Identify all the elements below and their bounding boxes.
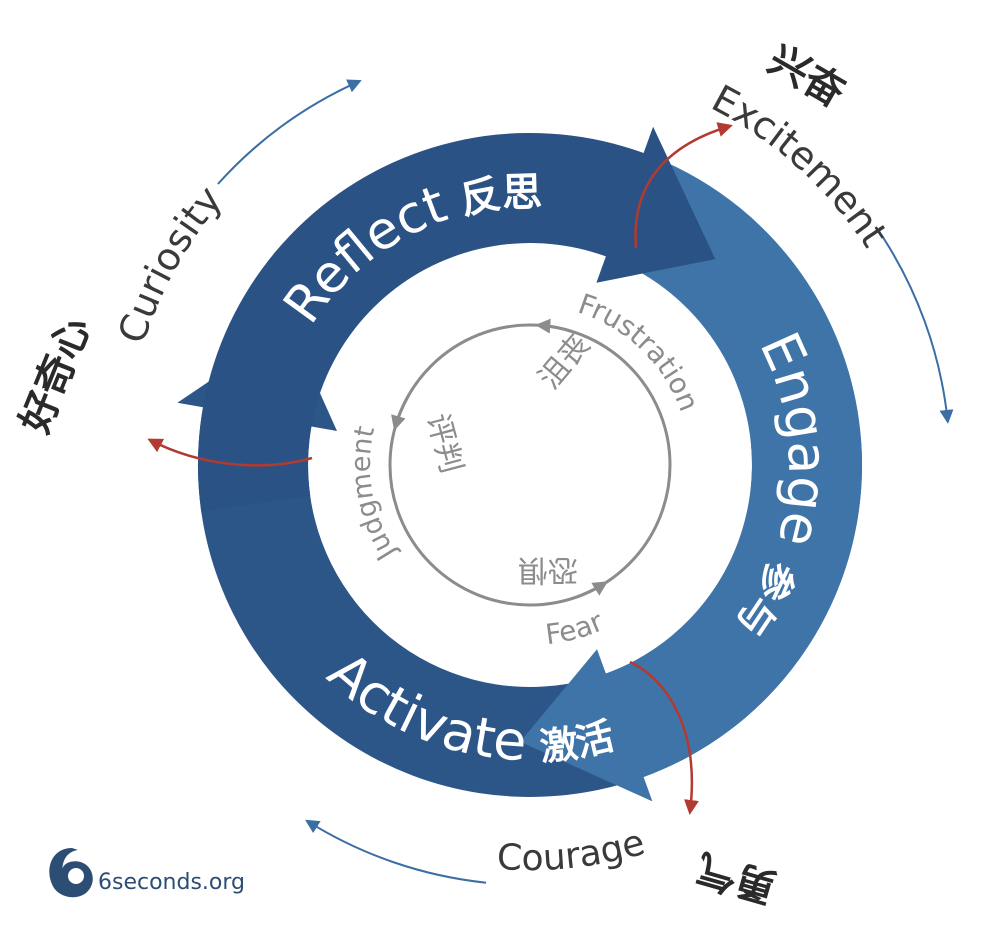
judgment-cn-label: 评判 (420, 410, 469, 477)
curiosity-cn-label: 好奇心 (12, 311, 100, 440)
inner-arrowhead-judgment (391, 394, 411, 431)
inner-arrowhead-fear (577, 581, 609, 599)
courage-red-arrow (629, 660, 699, 815)
outer-arrow-top-left (217, 79, 362, 185)
courage-cn-label: 勇气 (692, 844, 782, 910)
excitement-cn-label: 兴奋 (760, 37, 852, 117)
reflect-ring-segment (197, 126, 716, 512)
curiosity-red-arrow (147, 438, 313, 467)
inner-arrowhead-frustration (535, 318, 574, 334)
fear-cn-label: 恐惧 (518, 552, 578, 587)
fear-label: Fear (543, 605, 608, 652)
inner-gray-circle (388, 323, 672, 607)
engage-ring-segment (520, 157, 863, 802)
excitement-red-arrow (634, 122, 733, 249)
brand-text: 6seconds.org (98, 870, 245, 895)
outer-arrow-right (877, 229, 954, 424)
six-seconds-logo-icon (49, 848, 93, 898)
courage-label: Courage (496, 822, 649, 879)
curiosity-label: Curiosity (110, 178, 231, 349)
outer-arrow-bottom (305, 819, 487, 884)
